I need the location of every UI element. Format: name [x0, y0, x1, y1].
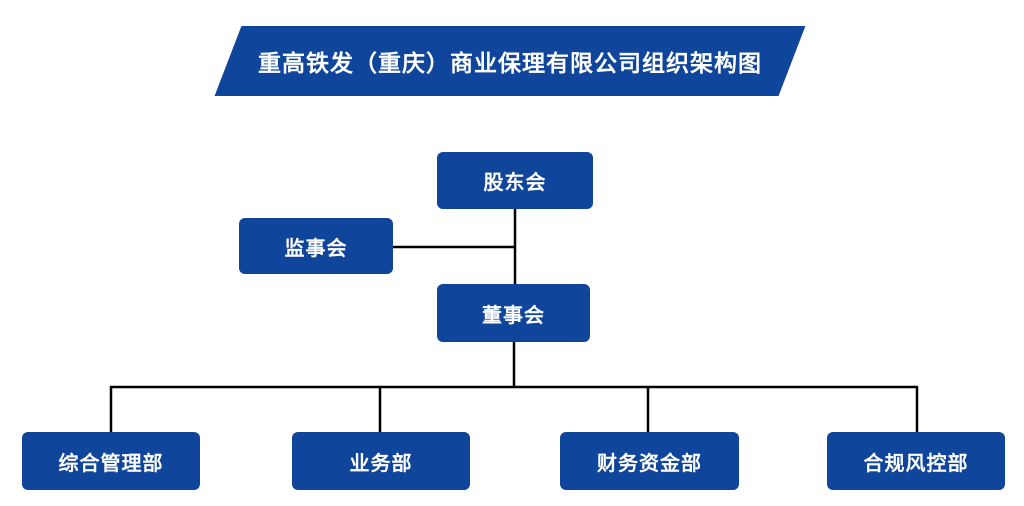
chart-title: 重高铁发（重庆）商业保理有限公司组织架构图 — [258, 50, 762, 76]
org-node-board-of-directors: 董事会 — [437, 284, 590, 342]
org-node-business-dept: 业务部 — [292, 432, 470, 490]
org-node-shareholders: 股东会 — [437, 152, 593, 209]
title-banner: 重高铁发（重庆）商业保理有限公司组织架构图 — [214, 26, 806, 96]
org-node-finance-treasury: 财务资金部 — [560, 432, 739, 490]
org-node-general-management: 综合管理部 — [22, 432, 200, 490]
org-node-supervisory-board: 监事会 — [239, 218, 393, 274]
org-node-compliance-risk: 合规风控部 — [827, 432, 1005, 490]
